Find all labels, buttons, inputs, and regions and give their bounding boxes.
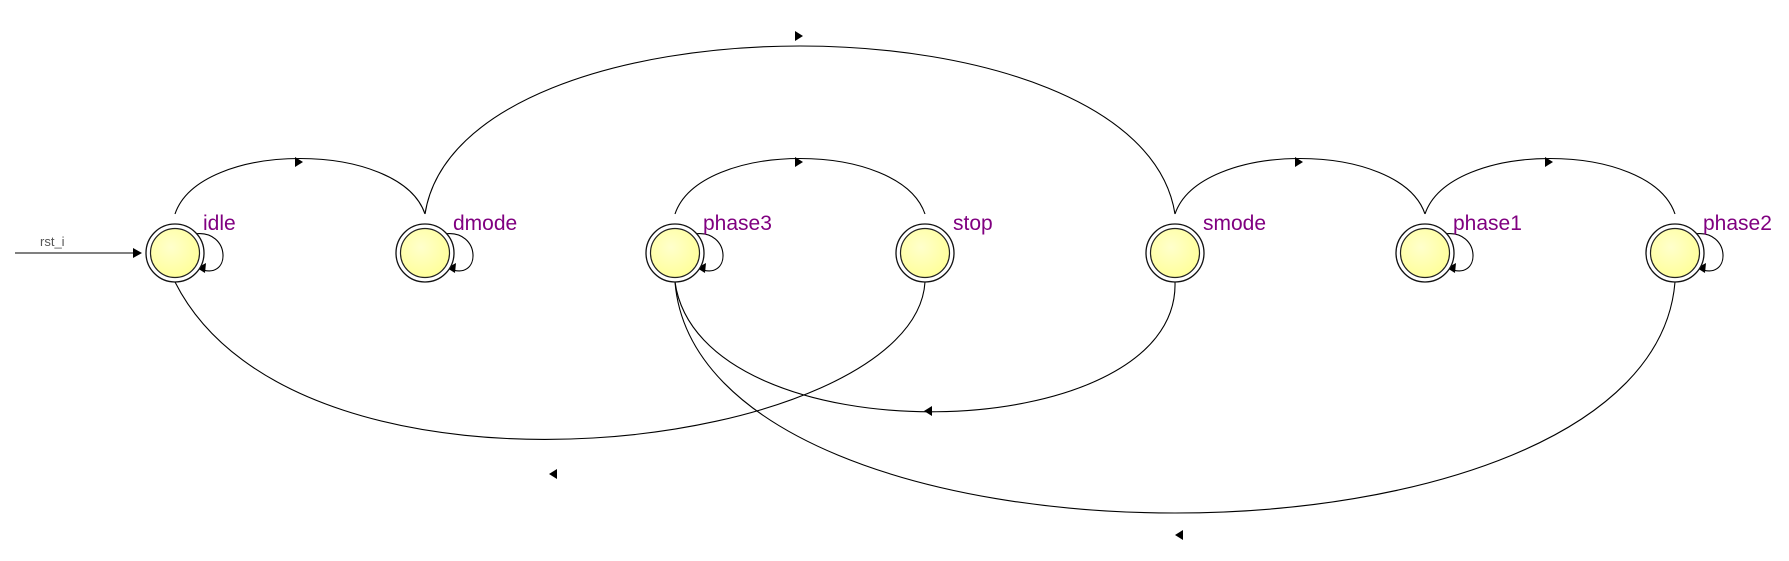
self-loop-dmode[interactable]	[443, 233, 474, 273]
state-node-phase2[interactable]	[1645, 223, 1705, 283]
self-loop-idle[interactable]	[193, 233, 224, 273]
arrow-idle-dmode	[295, 157, 303, 167]
arrow-stop-idle	[549, 469, 557, 479]
state-label-stop: stop	[953, 212, 993, 235]
arrow-smode-phase3	[924, 406, 932, 416]
transition-stop-to-idle[interactable]	[174, 281, 926, 440]
arrow-phase1-phase2	[1545, 157, 1553, 167]
state-label-phase1: phase1	[1453, 212, 1522, 235]
state-node-idle[interactable]	[145, 223, 205, 283]
transition-phase3-to-stop[interactable]	[674, 158, 926, 215]
arrow-phase3-stop	[795, 157, 803, 167]
state-label-dmode: dmode	[453, 212, 517, 235]
self-loop-phase3[interactable]	[693, 233, 724, 273]
arrow-phase2-phase3	[1175, 530, 1183, 540]
transitions	[15, 45, 1676, 514]
state-node-phase1[interactable]	[1395, 223, 1455, 283]
arrow-smode-phase1	[1295, 157, 1303, 167]
state-node-stop[interactable]	[895, 223, 955, 283]
state-label-phase2: phase2	[1703, 212, 1772, 235]
transition-phase1-to-phase2[interactable]	[1424, 158, 1676, 215]
reset-signal-label: rst_i	[40, 234, 65, 249]
arrow-dmode-smode	[795, 31, 803, 41]
transition-phase2-to-phase3[interactable]	[674, 281, 1676, 514]
self-loop-phase1[interactable]	[1443, 233, 1474, 273]
state-label-idle: idle	[203, 212, 236, 235]
state-node-phase3[interactable]	[645, 223, 705, 283]
state-node-smode[interactable]	[1145, 223, 1205, 283]
transition-smode-to-phase3[interactable]	[674, 281, 1176, 413]
transition-smode-to-phase1[interactable]	[1174, 158, 1426, 215]
state-node-dmode[interactable]	[395, 223, 455, 283]
self-loops	[193, 233, 1724, 273]
state-labels: idle dmode phase3 stop smode phase1 phas…	[203, 212, 1772, 235]
arrow-reset	[133, 248, 142, 258]
arrowheads	[133, 31, 1553, 540]
transition-dmode-to-smode[interactable]	[424, 45, 1176, 215]
state-label-smode: smode	[1203, 212, 1266, 235]
state-label-phase3: phase3	[703, 212, 772, 235]
transition-idle-to-dmode[interactable]	[174, 158, 426, 215]
self-loop-phase2[interactable]	[1693, 233, 1724, 273]
